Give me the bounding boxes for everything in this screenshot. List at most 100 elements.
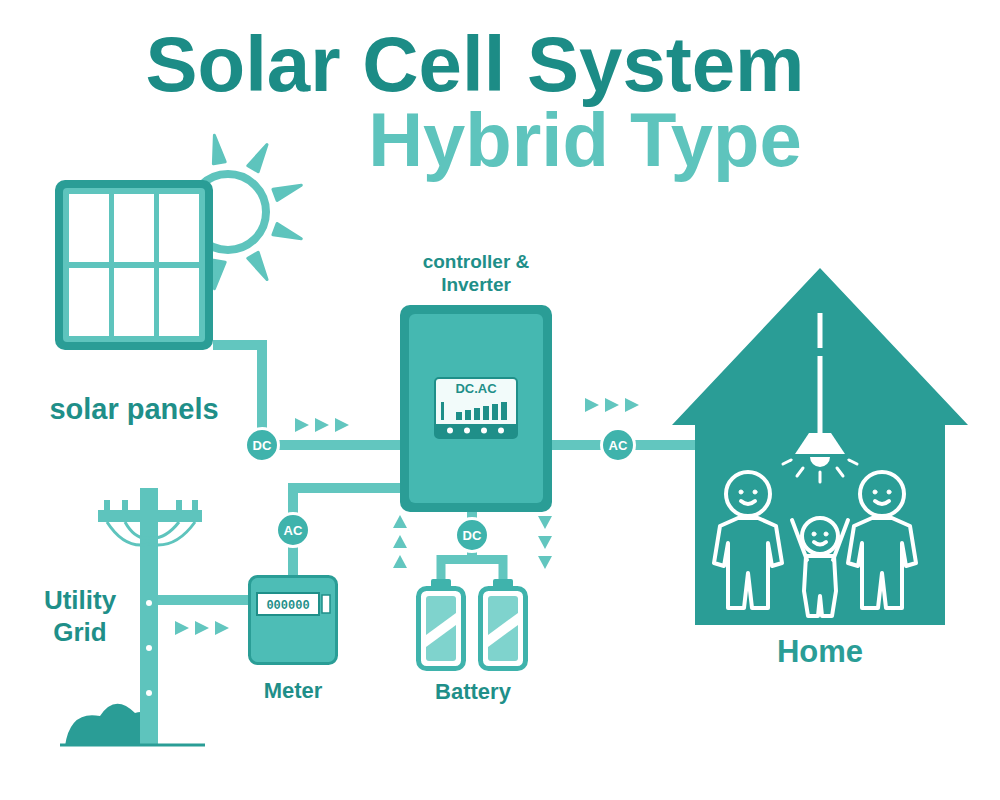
inverter-screen xyxy=(501,402,507,420)
flow-arrow xyxy=(335,418,349,432)
inverter-screen xyxy=(481,428,487,434)
lamp-symbol xyxy=(783,460,857,482)
meter-body xyxy=(250,577,337,664)
inverter-screen xyxy=(441,402,444,420)
solar-panel-frame xyxy=(69,268,109,336)
utility-pole-symbol xyxy=(122,500,128,510)
sun-ray xyxy=(273,185,301,200)
utility-pole-symbol xyxy=(192,500,198,510)
title: Solar Cell System xyxy=(60,22,890,108)
family-figures xyxy=(739,490,743,494)
current-badge: AC xyxy=(600,427,636,463)
lamp-symbol xyxy=(783,313,857,482)
inverter-body xyxy=(400,305,552,512)
family-figures xyxy=(824,532,828,536)
inverter-screen xyxy=(465,410,471,420)
family-figures xyxy=(860,472,904,516)
screen-text: DC.AC xyxy=(435,381,517,397)
meter-reading: 000000 xyxy=(257,597,319,615)
sun-ray xyxy=(248,252,267,279)
inverter-screen xyxy=(492,404,498,420)
meter-body xyxy=(322,595,330,613)
lamp-symbol xyxy=(783,460,791,464)
node-label: Home xyxy=(695,633,945,670)
sun-ray xyxy=(248,145,267,172)
flow-arrow xyxy=(393,535,407,548)
sun-ray xyxy=(213,135,225,164)
inverter-box: controller & InverterDC.AC xyxy=(400,250,552,512)
battery-pack: Battery xyxy=(413,555,533,703)
sun-ray xyxy=(213,260,225,289)
lamp-symbol xyxy=(849,460,857,464)
battery-fork xyxy=(441,560,503,582)
flow-arrow xyxy=(195,621,209,635)
node-label: controller & Inverter xyxy=(390,250,562,296)
family-figures xyxy=(873,490,877,494)
lamp-symbol xyxy=(818,313,823,348)
battery-cell xyxy=(481,589,526,669)
utility-pole-symbol xyxy=(149,522,179,538)
flow-arrow xyxy=(625,398,639,412)
current-badge: AC xyxy=(275,512,311,548)
battery-cell xyxy=(426,596,456,661)
inverter-body xyxy=(400,305,552,512)
meter-body xyxy=(257,593,319,615)
inverter-body xyxy=(409,314,543,503)
edge-label: DC xyxy=(463,529,482,542)
solar-panel-frame xyxy=(114,194,154,262)
inverter-screen xyxy=(474,408,480,420)
battery-cell xyxy=(488,596,518,661)
flow-arrow xyxy=(295,418,309,432)
subtitle: Hybrid Type xyxy=(330,98,840,182)
flow-arrow xyxy=(538,556,552,569)
current-badge: DC xyxy=(454,517,490,553)
family-figures xyxy=(726,472,770,516)
flow-arrow xyxy=(393,515,407,528)
flow-arrow xyxy=(315,418,329,432)
current-badge: DC xyxy=(244,427,280,463)
utility-pole-symbol xyxy=(125,522,149,538)
connector-line xyxy=(213,345,400,445)
solar-panel-shape xyxy=(55,180,213,425)
inverter-screen xyxy=(436,424,516,437)
family-figures xyxy=(887,490,891,494)
family-figures xyxy=(875,501,889,504)
lamp-symbol xyxy=(795,433,845,454)
flow-arrow xyxy=(585,398,599,412)
utility-pole-symbol xyxy=(98,510,202,522)
solar-panel-frame xyxy=(159,194,199,262)
family-figures xyxy=(753,490,757,494)
battery-cell xyxy=(488,613,518,647)
solar-panel-frame xyxy=(114,268,154,336)
node-label: Battery xyxy=(398,679,548,705)
battery-cell xyxy=(426,613,456,647)
family-figures xyxy=(714,518,782,608)
inverter-screen xyxy=(464,428,470,434)
battery-cell xyxy=(419,589,464,669)
solar-panel: solar panels xyxy=(55,180,213,425)
lamp-symbol xyxy=(810,457,830,467)
connector-line xyxy=(158,595,248,605)
utility-pole-symbol xyxy=(104,500,110,510)
home-house: Home xyxy=(695,268,945,678)
battery-cell xyxy=(481,579,526,669)
utility-pole-symbol xyxy=(140,488,158,746)
lamp-symbol xyxy=(818,356,823,433)
meter-body xyxy=(250,577,337,664)
node-label: Utility Grid xyxy=(30,584,130,648)
solar-panel-frame xyxy=(55,180,213,350)
lamp-symbol xyxy=(819,472,822,482)
electric-meter: 000000Meter xyxy=(248,575,338,705)
family-figures xyxy=(848,518,916,608)
utility-pole: Utility Grid xyxy=(30,488,158,746)
family-figures xyxy=(802,518,838,554)
inverter-screen xyxy=(456,412,462,420)
utility-pole-symbol xyxy=(60,744,205,747)
house-shape xyxy=(672,268,968,625)
solar-panel-frame xyxy=(159,268,199,336)
node-label: Meter xyxy=(233,678,353,704)
lamp-symbol xyxy=(837,468,843,476)
node-label: solar panels xyxy=(28,392,240,427)
family-figures xyxy=(833,520,848,560)
